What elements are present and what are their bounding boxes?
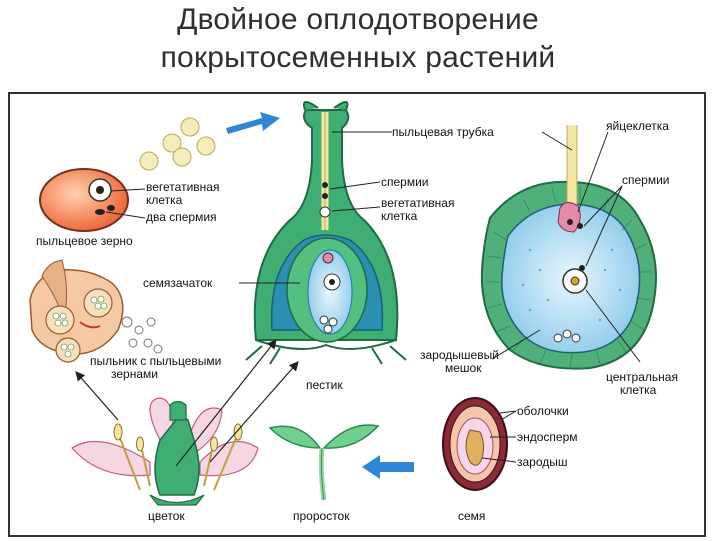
label-egg-cell: яйцеклетка	[606, 119, 669, 133]
seed-illustration	[442, 397, 508, 491]
label-shells: оболочки	[517, 404, 569, 418]
embryo-sac-illustration	[480, 125, 657, 370]
label-seed: семя	[458, 509, 485, 523]
label-embryo-sac-1: зародышевый	[420, 348, 499, 362]
label-ovule: семязачаток	[143, 276, 213, 290]
label-endosperm: эндосперм	[517, 430, 578, 444]
label-sperms-1: спермии	[381, 175, 429, 189]
flower-illustration	[71, 397, 259, 506]
arrow-left-icon	[362, 455, 414, 479]
label-flower: цветок	[148, 509, 185, 523]
label-embryo: зародыш	[517, 455, 568, 469]
page-title-line-2: покрытосеменных растений	[160, 41, 556, 74]
label-vegetative-cell-2b: клетка	[381, 209, 418, 223]
label-sperms-2: спермии	[622, 173, 670, 187]
page-title-line-1: Двойное оплодотворение	[177, 3, 539, 36]
label-anther-2: зернами	[111, 367, 158, 381]
label-vegetative-cell-1a: вегетативная	[146, 180, 219, 194]
label-pollen-tube: пыльцевая трубка	[392, 125, 494, 139]
arrow-right-icon	[226, 112, 280, 134]
pollen-grain	[39, 168, 129, 232]
label-two-sperms: два спермия	[146, 210, 217, 224]
label-anther-1: пыльник с пыльцевыми	[90, 354, 221, 368]
pistil-illustration	[245, 101, 407, 365]
label-central-cell-1: центральная	[606, 370, 678, 384]
scattered-pollen	[121, 316, 163, 354]
label-vegetative-cell-1b: клетка	[146, 193, 183, 207]
sprout-illustration	[268, 424, 380, 501]
label-sprout: проросток	[293, 509, 350, 523]
anther-illustration	[29, 259, 124, 363]
label-embryo-sac-2: мешок	[445, 361, 482, 375]
pollen-dots	[139, 117, 216, 171]
label-pistil: пестик	[306, 378, 343, 392]
label-pollen-grain: пыльцевое зерно	[36, 234, 133, 248]
label-vegetative-cell-2a: вегетативная	[381, 196, 454, 210]
label-central-cell-2: клетка	[620, 383, 657, 397]
